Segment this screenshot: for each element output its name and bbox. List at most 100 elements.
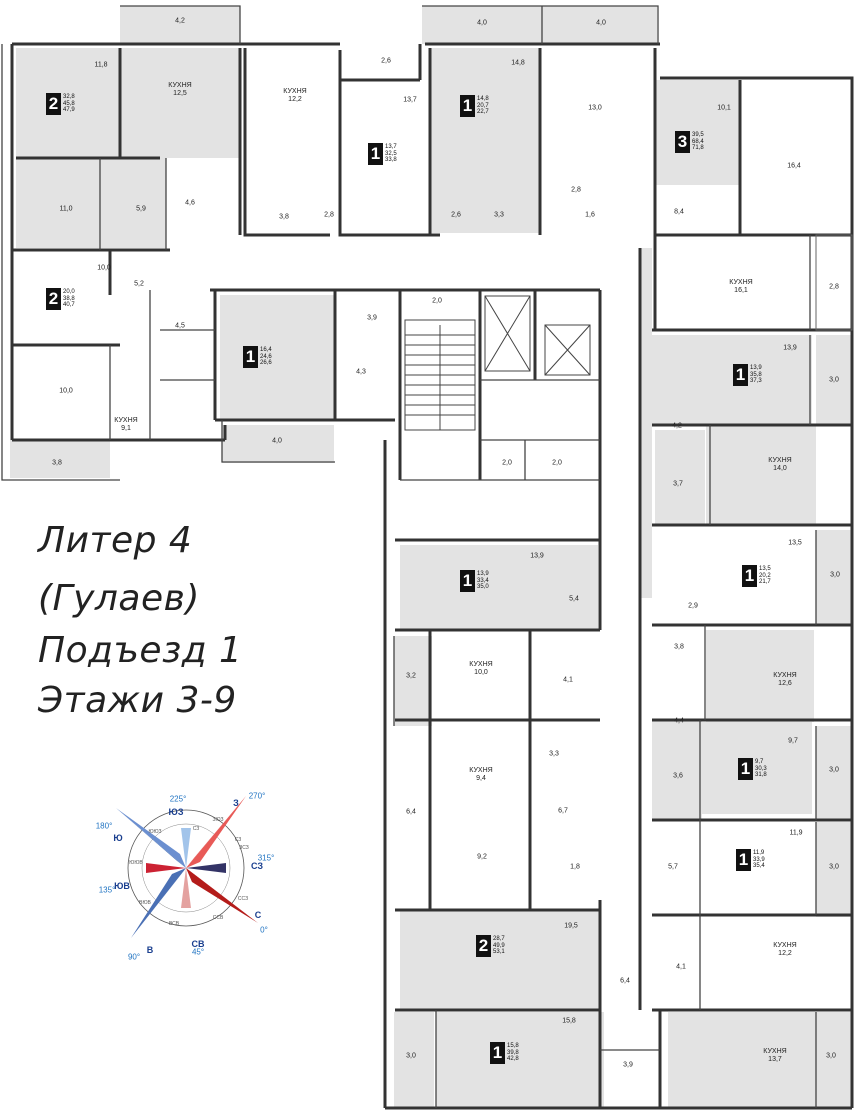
area-living: 13,9 <box>750 365 762 372</box>
area-living: 28,7 <box>493 936 505 943</box>
area-total: 49,9 <box>493 942 505 949</box>
room-area: 3,0 <box>829 766 839 774</box>
area-living: 16,4 <box>260 347 272 354</box>
area-living: 14,8 <box>477 96 489 103</box>
area-full: 71,8 <box>692 145 704 152</box>
room-area: 2,0 <box>502 459 512 467</box>
compass-degree: 0° <box>260 925 268 935</box>
area-living: 39,5 <box>692 132 704 139</box>
compass-minor: ЗЮЗ <box>212 817 224 823</box>
room-area: 4,0 <box>272 437 282 445</box>
room-area: 5,7 <box>668 863 678 871</box>
room-area: 2,6 <box>381 57 391 65</box>
compass-rose <box>116 796 258 938</box>
room-area: 4,0 <box>477 19 487 27</box>
area-living: 13,9 <box>477 571 489 578</box>
area-full: 53,1 <box>493 949 505 956</box>
room-area: 5,2 <box>134 280 144 288</box>
area-full: 47,9 <box>63 107 75 114</box>
compass-degree: 270° <box>248 791 266 801</box>
apartment-rooms: 1 <box>460 570 475 592</box>
room-area: 4,6 <box>185 199 195 207</box>
elevators <box>484 295 591 376</box>
title-line-2: (Гулаев) <box>38 578 200 619</box>
apartment-rooms: 1 <box>243 346 258 368</box>
balconies <box>815 234 853 331</box>
room-area: 2,8 <box>324 211 334 219</box>
compass-cardinal-west: З <box>233 798 239 808</box>
apartment-rooms: 2 <box>46 288 61 310</box>
staircase <box>404 319 476 431</box>
area-total: 45,8 <box>63 100 75 107</box>
room-area: 15,8 <box>562 1017 576 1025</box>
area-full: 21,7 <box>759 579 771 586</box>
room-area: 8,4 <box>674 208 684 216</box>
compass-degree: 45° <box>191 947 205 957</box>
area-full: 40,7 <box>63 302 75 309</box>
area-full: 35,4 <box>753 863 765 870</box>
room-area: 3,0 <box>830 571 840 579</box>
title-line-3: Подъезд 1 <box>38 630 243 671</box>
room-area: 10,1 <box>717 104 731 112</box>
room-area: 13,5 <box>788 539 802 547</box>
area-total: 32,5 <box>385 150 397 157</box>
area-total: 35,8 <box>750 371 762 378</box>
title-line-1: Литер 4 <box>38 520 193 561</box>
room-area: 4,2 <box>175 17 185 25</box>
room-area: 4,4 <box>674 717 684 725</box>
apartment-rooms: 1 <box>460 95 475 117</box>
room-area: 10,0 <box>97 264 111 272</box>
area-total: 33,4 <box>477 577 489 584</box>
room-area: 9,2 <box>477 853 487 861</box>
room-area: 4,1 <box>563 676 573 684</box>
compass-degree: 135° <box>98 885 116 895</box>
compass-degree: 315° <box>257 853 275 863</box>
area-full: 42,8 <box>507 1056 519 1063</box>
room-area: 2,8 <box>829 283 839 291</box>
room-area: 3,8 <box>279 213 289 221</box>
compass-intercardinal: СЗ <box>250 861 264 871</box>
compass-minor: ССЗ <box>237 896 249 902</box>
room-area: 6,7 <box>558 807 568 815</box>
compass-intercardinal: СВ <box>191 939 205 949</box>
room-area: 3,2 <box>406 672 416 680</box>
area-living: 9,7 <box>755 759 764 766</box>
compass-degree: 90° <box>127 952 141 962</box>
room-area: 2,0 <box>552 459 562 467</box>
area-living: 20,0 <box>63 289 75 296</box>
area-total: 33,9 <box>753 856 765 863</box>
area-full: 22,7 <box>477 109 489 116</box>
room-area: 6,4 <box>620 977 630 985</box>
area-full: 31,8 <box>755 772 767 779</box>
room-area: 4,3 <box>356 368 366 376</box>
area-total: 38,8 <box>63 295 75 302</box>
area-living: 15,8 <box>507 1043 519 1050</box>
room-area: 4,0 <box>596 19 606 27</box>
room-area: 9,7 <box>788 737 798 745</box>
apartment-rooms: 1 <box>368 143 383 165</box>
compass-cardinal-south: Ю <box>113 833 123 843</box>
room-area: 3,9 <box>367 314 377 322</box>
apartment-rooms: 2 <box>46 93 61 115</box>
room-area: 19,5 <box>564 922 578 930</box>
room-area: 1,8 <box>570 863 580 871</box>
